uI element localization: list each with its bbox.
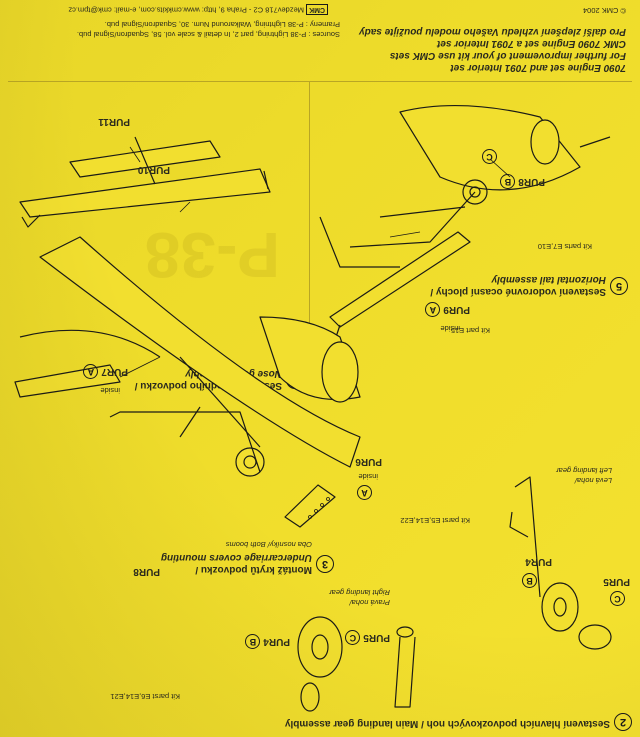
- label-right-gear: Right landing gear: [329, 588, 390, 597]
- badge-b-2: B: [522, 571, 540, 589]
- label-leva-noha: Levá noha/: [574, 476, 612, 485]
- badge-c-icon: C: [482, 148, 497, 164]
- label-pur6-text: PUR6: [355, 456, 382, 467]
- horizontal-tail-drawing: [19, 136, 271, 228]
- badge-c-2: C: [610, 589, 628, 607]
- label-pur8b-text: PUR8: [133, 566, 160, 577]
- label-pur8: PUR8B: [500, 174, 545, 189]
- badge-b3-icon: B: [245, 634, 261, 649]
- label-pur5-text: PUR5: [603, 576, 630, 587]
- label-pur4b-text: PUR4: [263, 635, 290, 647]
- label-pur11: PUR11: [98, 116, 130, 127]
- label-pur6: PUR6: [355, 456, 382, 467]
- label-left-gear: Left landing gear: [556, 466, 612, 475]
- label-pur7: PUR7A: [83, 364, 128, 379]
- label-pur8b: PUR8: [133, 566, 160, 577]
- badge-c2-icon: C: [610, 590, 625, 606]
- label-pur5b-text: PUR5: [363, 631, 390, 643]
- label-kit-e6: Kit parst E6,E14,E21: [110, 692, 180, 701]
- main-gear-drawing: [297, 476, 612, 712]
- label-pur5: PUR5: [603, 576, 630, 587]
- label-pur10: PUR10: [137, 164, 170, 175]
- label-pur7-text: PUR7: [101, 365, 128, 377]
- badge-b-icon: B: [500, 174, 516, 189]
- label-inside-2: inside: [358, 472, 378, 481]
- label-kit-e15: Kit part E15: [450, 326, 490, 335]
- badge-c-1: C: [482, 147, 500, 165]
- badge-a3-icon: A: [425, 302, 441, 317]
- label-pur4: PUR4: [525, 556, 552, 567]
- label-pur8-text: PUR8: [518, 175, 545, 187]
- gear-covers-drawing: [14, 236, 361, 528]
- badge-a-icon: A: [83, 364, 99, 379]
- label-kit-e7: Kit parts E7,E10: [537, 242, 592, 251]
- badge-a2-icon: A: [357, 484, 372, 500]
- label-pur5b: PUR5C: [345, 630, 390, 645]
- badge-b2-icon: B: [522, 572, 537, 588]
- nose-gear-drawing: [319, 104, 611, 338]
- label-prava-noha: Pravá noha/: [349, 598, 390, 607]
- label-kit-e5: Kit parst E5,E14,E22: [400, 516, 470, 525]
- label-pur4b: PUR4B: [245, 634, 290, 649]
- label-pur9-text: PUR9: [443, 303, 470, 315]
- label-pur4-text: PUR4: [525, 556, 552, 567]
- badge-a-2: A: [357, 483, 375, 501]
- label-pur9: PUR9A: [425, 302, 470, 317]
- label-inside-1: inside: [100, 386, 120, 395]
- badge-c3-icon: C: [345, 630, 361, 645]
